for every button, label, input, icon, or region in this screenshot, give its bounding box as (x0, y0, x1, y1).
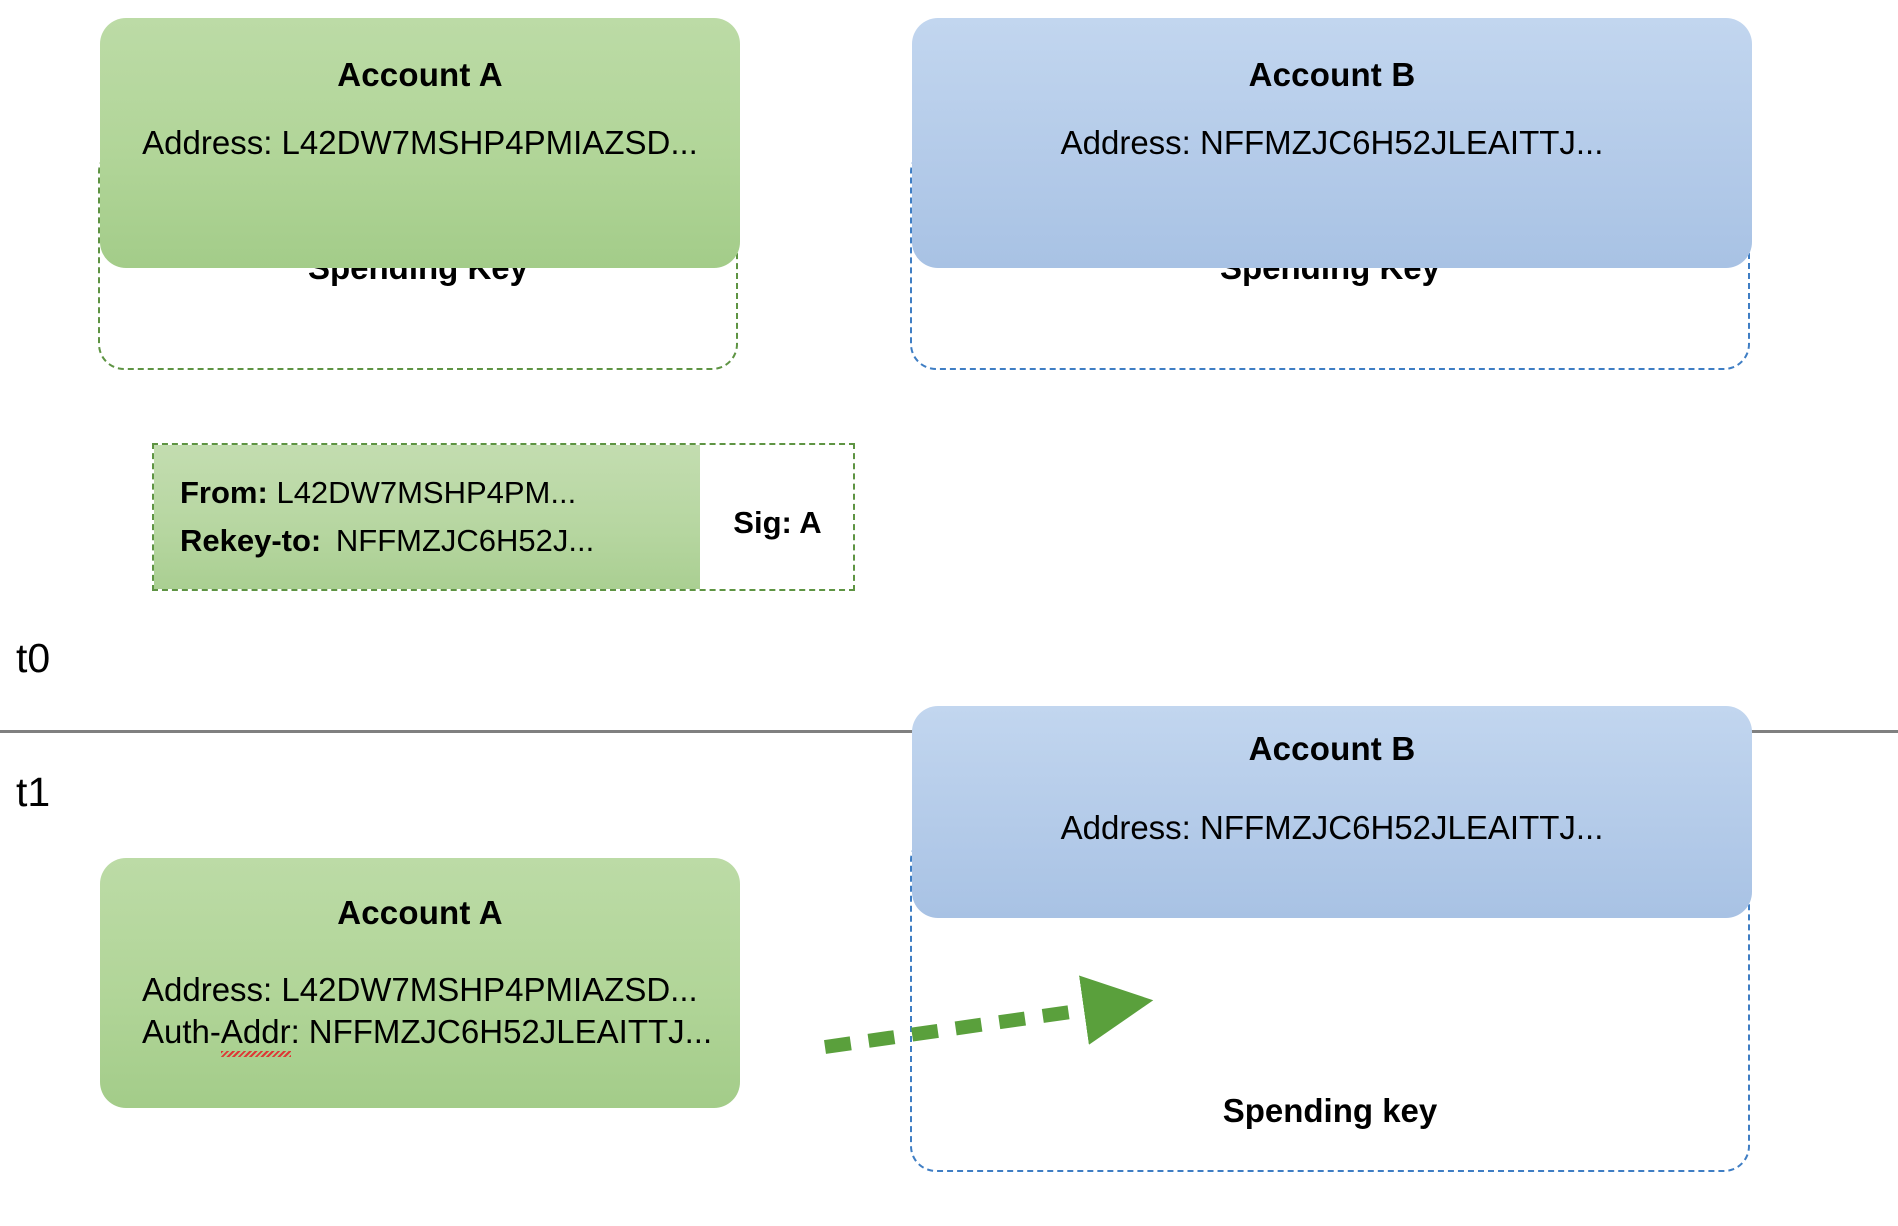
account-a-t1-address: Address: L42DW7MSHP4PMIAZSD... (142, 971, 698, 1008)
timeline-label-t1: t1 (16, 769, 51, 815)
account-b-t0-card: Account B Address: NFFMZJC6H52JLEAITTJ..… (912, 18, 1752, 268)
timeline-label-t0: t0 (16, 635, 51, 681)
account-a-t1-auth-addr: Auth-Addr:NFFMZJC6H52JLEAITTJ... (142, 1013, 712, 1052)
auth-addr-colon: : (290, 1013, 300, 1050)
tx-from-key: From: (180, 475, 268, 510)
rekey-transaction-fields: From: L42DW7MSHP4PM... Rekey-to: NFFMZJC… (154, 445, 700, 589)
account-a-t0-card: Account A Address: L42DW7MSHP4PMIAZSD... (100, 18, 740, 268)
tx-from-row: From: L42DW7MSHP4PM... (180, 477, 576, 508)
auth-addr-prefix: Auth- (142, 1013, 221, 1050)
tx-from-value: L42DW7MSHP4PM... (276, 475, 577, 510)
auth-addr-misspelled-word: Addr (220, 1013, 291, 1050)
account-a-t1-card: Account A Address: L42DW7MSHP4PMIAZSD...… (100, 858, 740, 1108)
account-a-t0-title: Account A (337, 56, 503, 93)
account-a-t0-address: Address: L42DW7MSHP4PMIAZSD... (142, 124, 698, 161)
account-a-t1-title: Account A (337, 894, 503, 931)
auth-addr-value: NFFMZJC6H52JLEAITTJ... (308, 1013, 713, 1050)
tx-rekey-row: Rekey-to: NFFMZJC6H52J... (180, 525, 594, 556)
account-b-t1-address: Address: NFFMZJC6H52JLEAITTJ... (1060, 809, 1604, 846)
tx-signature-label: Sig: A (733, 505, 822, 540)
account-b-t1-title: Account B (1248, 730, 1416, 767)
account-b-t0-address: Address: NFFMZJC6H52JLEAITTJ... (1060, 124, 1604, 161)
account-b-t1-spending-key-label: Spending key (1222, 1092, 1438, 1129)
tx-rekey-value: NFFMZJC6H52J... (335, 523, 595, 558)
account-b-t0-title: Account B (1248, 56, 1416, 93)
account-b-t1-card: Account B Address: NFFMZJC6H52JLEAITTJ..… (912, 706, 1752, 918)
tx-rekey-key: Rekey-to: (180, 523, 322, 558)
